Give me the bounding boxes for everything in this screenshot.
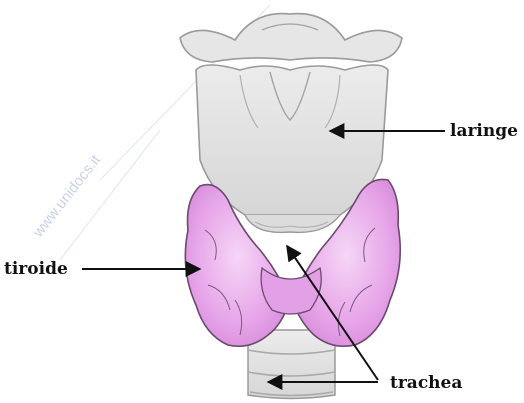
- thyroid-label: tiroide: [4, 259, 68, 279]
- trachea-label: trachea: [390, 373, 462, 393]
- watermark-text: www.unidocs.it: [29, 151, 105, 241]
- larynx-label: laringe: [450, 121, 518, 141]
